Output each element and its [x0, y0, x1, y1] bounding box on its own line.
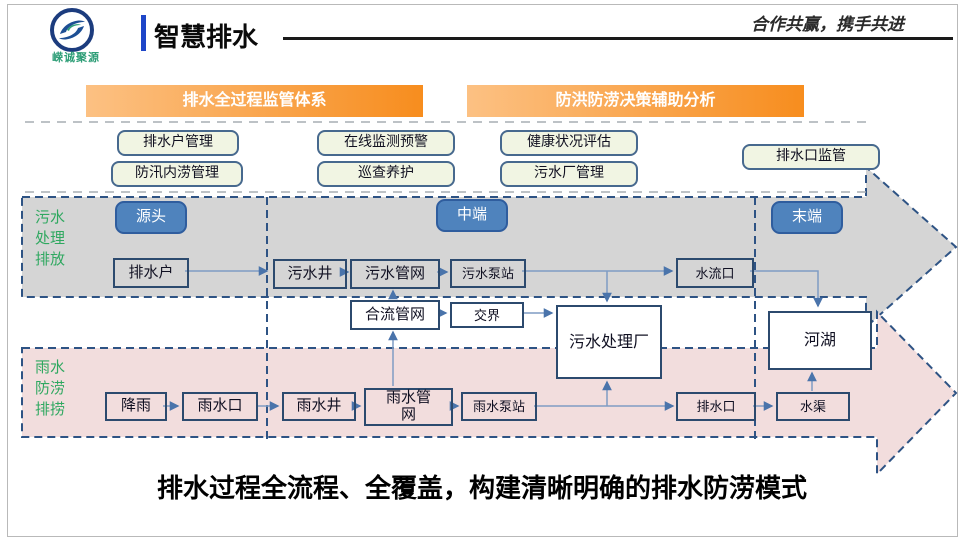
stage-source: 源头	[115, 201, 187, 234]
rain-band-label: 雨水 防涝 排捞	[35, 360, 66, 418]
node-rain-pipe-network: 雨水管 网	[364, 388, 453, 426]
stage-middle: 中端	[436, 199, 508, 232]
node-junction: 交界	[450, 302, 524, 328]
node-sewage-pump-station: 污水泵站	[450, 259, 526, 288]
node-outflow: 水流口	[676, 258, 754, 288]
stage-terminal: 末端	[771, 201, 843, 234]
slide-caption: 排水过程全流程、全覆盖，构建清晰明确的排水防涝模式	[156, 473, 807, 503]
node-water-channel: 水渠	[776, 392, 850, 421]
capsule-inspection-maintenance: 巡查养护	[317, 161, 455, 187]
banner-flood-decision: 防洪防涝决策辅助分析	[467, 85, 804, 117]
node-sewage-well: 污水井	[273, 259, 347, 289]
header-slogan: 合作共赢，携手共进	[751, 15, 904, 34]
banner-drainage-supervision: 排水全过程监管体系	[86, 85, 423, 117]
header-rule	[283, 37, 953, 40]
node-rain-inlet: 雨水口	[182, 392, 258, 421]
node-rain-well: 雨水井	[282, 392, 356, 421]
node-sewage-plant: 污水处理厂	[556, 305, 662, 379]
node-river-lake: 河湖	[768, 311, 872, 370]
page-title: 智慧排水	[154, 22, 259, 52]
node-sewage-pipe-network: 污水管网	[350, 259, 440, 289]
node-drain-user: 排水户	[113, 258, 189, 288]
edge-outflow-riverlake	[750, 270, 823, 308]
capsule-sewage-plant-mgmt: 污水厂管理	[500, 161, 638, 187]
capsule-outlet-supervision: 排水口监管	[742, 144, 880, 170]
sewage-band-label: 污水 处理 排放	[35, 210, 66, 268]
node-drain-outlet: 排水口	[676, 392, 756, 421]
capsule-health-assessment: 健康状况评估	[500, 130, 638, 156]
node-rainfall: 降雨	[105, 392, 167, 421]
title-accent-bar	[141, 15, 146, 51]
capsule-online-monitor-warning: 在线监测预警	[317, 130, 455, 156]
company-logo-icon	[50, 8, 94, 52]
capsule-drain-user-mgmt: 排水户管理	[117, 130, 239, 156]
capsule-flood-waterlogging-mgmt: 防汛内涝管理	[111, 161, 243, 187]
slide-border	[7, 4, 958, 537]
node-combined-pipe-network: 合流管网	[350, 300, 440, 330]
company-logo-text: 嵘诚聚源	[52, 52, 100, 64]
node-rain-pump-station: 雨水泵站	[461, 392, 537, 421]
